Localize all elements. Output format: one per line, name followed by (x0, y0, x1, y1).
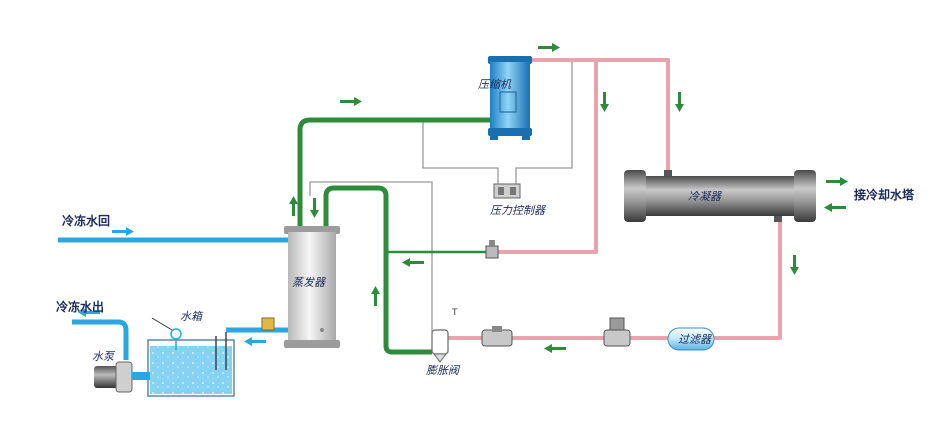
water-tank (147, 328, 235, 397)
liquid-line (446, 58, 782, 340)
chilled-water-out-label: 冷冻水出 (56, 300, 105, 314)
cooling-tower-label: 接冷却水塔 (854, 188, 915, 202)
evaporator-label: 蒸发器 (292, 276, 325, 289)
arrow-gas-left-icon (402, 258, 424, 267)
tank-float-pointer (151, 317, 173, 331)
arrow-suction-right-icon (340, 97, 362, 106)
water-lines (58, 237, 290, 360)
liquid-solenoid-valve (603, 317, 631, 347)
flow-arrows (78, 43, 848, 353)
arrow-down-1-icon (600, 92, 609, 112)
arrow-up-1-icon (289, 196, 298, 216)
arrow-condenser-down-icon (790, 255, 799, 275)
arrow-down-2-icon (675, 92, 684, 112)
compressor (488, 56, 532, 140)
evaporator (284, 226, 340, 348)
arrow-liquid-left-icon (544, 344, 566, 353)
arrow-tower-right-icon (826, 177, 848, 186)
condenser-label: 冷凝器 (688, 190, 721, 203)
arrow-up-2-icon (371, 286, 380, 306)
control-lines (309, 62, 573, 332)
pressure-controller-label: 压力控制器 (490, 204, 545, 217)
arrow-water-tank-icon (244, 337, 266, 346)
compressor-label: 压缩机 (478, 78, 511, 91)
valve-mark-label: T (452, 308, 458, 318)
water-pump (94, 361, 150, 393)
arrow-water-in-icon (112, 227, 134, 236)
pressure-controller (493, 183, 521, 199)
expansion-valve (431, 329, 449, 363)
arrow-down-3-icon (310, 198, 319, 218)
filter-drier (667, 327, 715, 351)
filter-label: 过滤器 (678, 333, 711, 346)
gas-line-valve (485, 240, 499, 259)
sight-glass (481, 326, 513, 347)
arrow-water-out-icon (78, 308, 100, 317)
inlet-valve (261, 317, 275, 331)
arrow-tower-left-icon (824, 203, 846, 212)
water-pump-label: 水泵 (92, 350, 114, 363)
suction-line (297, 117, 494, 355)
condenser (624, 170, 816, 222)
arrow-discharge-right-icon (538, 43, 560, 52)
chilled-water-return-label: 冷冻水回 (62, 214, 111, 228)
water-tank-label: 水箱 (180, 310, 202, 323)
expansion-valve-label: 膨胀阀 (426, 364, 459, 377)
